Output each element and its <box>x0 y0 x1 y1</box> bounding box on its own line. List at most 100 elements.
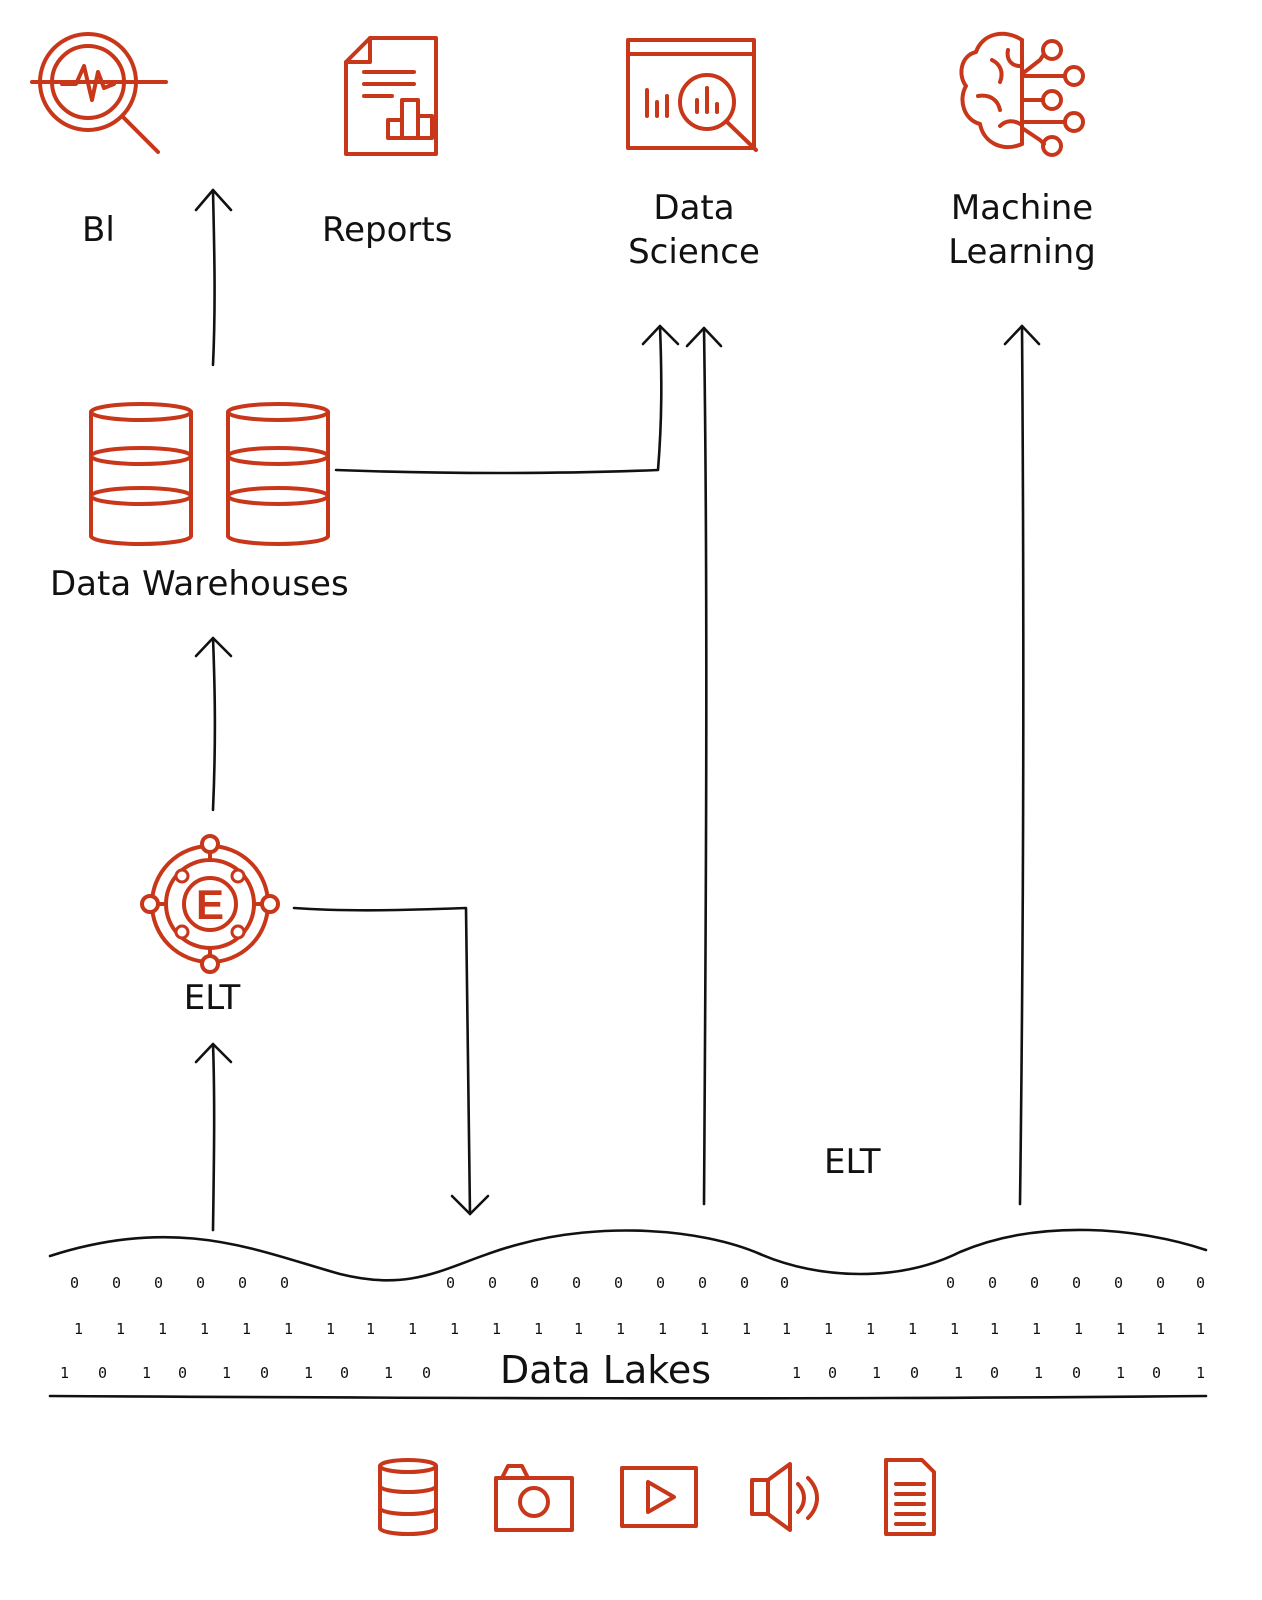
bit: 1 <box>304 1364 314 1382</box>
bit: 0 <box>990 1364 1000 1382</box>
data-science-label-line1: Data <box>653 188 735 228</box>
bit: 1 <box>74 1320 84 1338</box>
bit: 1 <box>954 1364 964 1382</box>
arrowhead <box>194 188 233 212</box>
bit: 0 <box>656 1274 666 1292</box>
bit: 0 <box>1156 1274 1166 1292</box>
bit: 1 <box>616 1320 626 1338</box>
bit: 0 <box>196 1274 206 1292</box>
video-play-icon <box>620 1466 698 1528</box>
bit: 0 <box>446 1274 456 1292</box>
bit: 1 <box>60 1364 70 1382</box>
bit: 0 <box>154 1274 164 1292</box>
bit: 1 <box>326 1320 336 1338</box>
bit: 1 <box>908 1320 918 1338</box>
data-lakes-label: Data Lakes <box>488 1348 724 1392</box>
bit: 1 <box>1196 1320 1206 1338</box>
bit: 0 <box>488 1274 498 1292</box>
bit: 1 <box>872 1364 882 1382</box>
machine-learning-label-line2: Learning <box>948 232 1096 272</box>
database-icon <box>378 1458 438 1536</box>
bit: 0 <box>698 1274 708 1292</box>
bit: 1 <box>222 1364 232 1382</box>
database-icon-left <box>89 402 193 546</box>
bit: 1 <box>1116 1320 1126 1338</box>
elt-wheel-icon: E <box>140 834 280 974</box>
bit: 1 <box>824 1320 834 1338</box>
machine-learning-label-line1: Machine <box>950 188 1094 228</box>
bit: 0 <box>1072 1364 1082 1382</box>
bit: 1 <box>792 1364 802 1382</box>
bit: 1 <box>408 1320 418 1338</box>
camera-icon <box>494 1464 574 1532</box>
bit: 0 <box>1196 1274 1206 1292</box>
bit: 0 <box>614 1274 624 1292</box>
machine-learning-brain-icon <box>959 31 1085 157</box>
bit: 1 <box>990 1320 1000 1338</box>
bit: 1 <box>158 1320 168 1338</box>
bit: 0 <box>1030 1274 1040 1292</box>
arrow-lake-to-elt <box>211 1042 216 1232</box>
bit: 1 <box>574 1320 584 1338</box>
bit: 1 <box>1196 1364 1206 1382</box>
arrow-elt-to-warehouse <box>211 636 217 812</box>
bit: 0 <box>178 1364 188 1382</box>
arrow-warehouse-to-bi <box>211 188 216 367</box>
bit: 0 <box>988 1274 998 1292</box>
bit: 0 <box>340 1364 350 1382</box>
bit: 0 <box>1152 1364 1162 1382</box>
bit: 0 <box>422 1364 432 1382</box>
bit: 1 <box>1156 1320 1166 1338</box>
bit: 0 <box>98 1364 108 1382</box>
database-icon-right <box>226 402 330 546</box>
database-pair-icon <box>89 402 330 546</box>
reports-label: Reports <box>322 210 453 250</box>
data-science-icon <box>626 38 758 152</box>
arrowhead <box>450 1194 490 1216</box>
arrowhead <box>194 636 233 658</box>
arrowhead <box>641 324 680 346</box>
bit: 1 <box>450 1320 460 1338</box>
connectors <box>194 188 1041 1232</box>
bit: 0 <box>112 1274 122 1292</box>
bi-label: Bl <box>82 210 115 250</box>
bit: 1 <box>1034 1364 1044 1382</box>
document-icon <box>884 1458 936 1536</box>
bit: 1 <box>866 1320 876 1338</box>
bit: 1 <box>242 1320 252 1338</box>
bit: 1 <box>1032 1320 1042 1338</box>
report-document-icon <box>344 36 438 156</box>
bit: 0 <box>1114 1274 1124 1292</box>
data-lake-surface <box>48 1228 1208 1400</box>
bit: 0 <box>530 1274 540 1292</box>
bit: 1 <box>200 1320 210 1338</box>
bit: 1 <box>384 1364 394 1382</box>
bit: 0 <box>260 1364 270 1382</box>
bit: 0 <box>740 1274 750 1292</box>
bit: 0 <box>910 1364 920 1382</box>
bit: 1 <box>700 1320 710 1338</box>
bit: 1 <box>782 1320 792 1338</box>
arrow-lake-to-machine-learning <box>1018 324 1025 1206</box>
bit: 0 <box>238 1274 248 1292</box>
bit: 0 <box>70 1274 80 1292</box>
bit: 1 <box>1074 1320 1084 1338</box>
bit: 1 <box>742 1320 752 1338</box>
elt-side-label: ELT <box>824 1142 881 1182</box>
arrowhead <box>194 1042 233 1064</box>
arrow-elt-to-lake <box>292 906 472 1216</box>
bit: 1 <box>492 1320 502 1338</box>
bit: 0 <box>828 1364 838 1382</box>
bit: 0 <box>946 1274 956 1292</box>
arrowhead <box>1003 324 1041 346</box>
bit: 1 <box>284 1320 294 1338</box>
arrow-warehouse-to-data-science <box>334 324 663 475</box>
bit: 0 <box>572 1274 582 1292</box>
bi-magnifier-icon <box>30 32 168 154</box>
bit: 0 <box>780 1274 790 1292</box>
bit: 1 <box>116 1320 126 1338</box>
bit: 1 <box>950 1320 960 1338</box>
elt-node-label: ELT <box>183 978 241 1018</box>
bit: 1 <box>366 1320 376 1338</box>
